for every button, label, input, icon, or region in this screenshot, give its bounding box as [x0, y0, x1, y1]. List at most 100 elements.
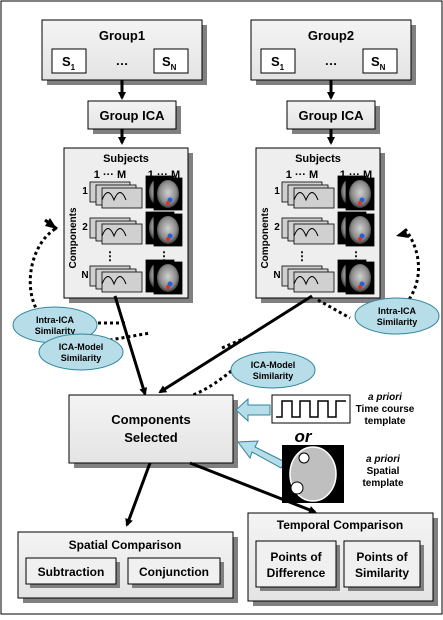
conjunction-label: Conjunction: [139, 565, 209, 579]
component-row-number: N: [81, 270, 88, 281]
spatial-comparison-title: Spatial Comparison: [69, 538, 182, 552]
spatial-line3: template: [362, 478, 404, 489]
subjects-label: Subjects: [103, 153, 149, 165]
group1-sn-sub: N: [171, 63, 177, 72]
svg-text:SN: SN: [162, 54, 177, 72]
timecourse-card: [293, 271, 335, 293]
vertical-ellipsis: ⋮: [296, 249, 308, 263]
ica-model-similarity-left: ICA-Model Similarity: [38, 333, 124, 371]
selected-line1: Components: [111, 412, 190, 427]
or-label: or: [295, 427, 313, 446]
spatial-line2: Spatial: [367, 466, 400, 477]
group2-s1-sub: 1: [280, 63, 285, 72]
model-right-line2: Similarity: [253, 371, 294, 381]
arrow-selected-to-temporal: [189, 461, 317, 514]
svg-text:SN: SN: [371, 54, 386, 72]
group2-s1-box: [260, 48, 296, 74]
group1-title: Group1: [99, 28, 145, 43]
component-row-number: N: [273, 270, 280, 281]
subtraction-label: Subtraction: [38, 565, 105, 579]
range-label-timecourse: 1 ··· M: [286, 169, 318, 181]
brain-map-icon: [157, 264, 179, 292]
dotted-arrow-intra2: [389, 228, 420, 320]
timecourse-card: [293, 223, 335, 245]
group2-s1: S: [271, 54, 280, 69]
brain-map-icon: [157, 180, 179, 208]
time-apriori: a priori: [368, 392, 402, 403]
group1-s1: S: [62, 54, 71, 69]
square-wave-icon: [276, 400, 346, 418]
similarity-line2: Similarity: [355, 566, 409, 580]
spatial-template: a priori Spatial template: [282, 445, 404, 503]
components-axis-label: Components: [260, 207, 271, 269]
group2-ica-box: [286, 100, 376, 130]
timecourse-wave-icon: [101, 228, 127, 238]
conjunction-box: [127, 557, 221, 585]
intra-right-line1: Intra-ICA: [378, 306, 417, 316]
group1-ellipsis: …: [116, 53, 129, 68]
similarity-line1: Points of: [356, 550, 408, 564]
subjects-label: Subjects: [295, 153, 341, 165]
points-of-difference-box: [255, 540, 337, 588]
difference-line2: Difference: [267, 566, 326, 580]
timecourse-wave-icon: [293, 192, 319, 202]
timecourse-wave-icon: [293, 228, 319, 238]
brain-map-icon: [349, 180, 371, 208]
brain-map-icon: [157, 216, 179, 244]
spatial-template-arrow: [237, 440, 286, 469]
group2-block: Group2 S1 … SN: [250, 19, 416, 85]
vertical-ellipsis: ⋮: [350, 249, 362, 263]
model-left-line2: Similarity: [61, 353, 102, 363]
vertical-ellipsis: ⋮: [104, 249, 116, 263]
group2-sn-sub: N: [380, 63, 386, 72]
points-of-similarity-box: [343, 540, 421, 588]
temporal-comparison-block: Temporal Comparison Points of Difference…: [247, 512, 438, 606]
svg-text:S1: S1: [271, 54, 285, 72]
group1-s1-box: [51, 48, 87, 74]
time-line3: template: [364, 416, 406, 427]
time-template-arrow: [235, 397, 271, 423]
intra-left-line1: Intra-ICA: [36, 315, 75, 325]
timecourse-card: [101, 223, 143, 245]
group2-ica-label: Group ICA: [299, 108, 365, 123]
ica-model-similarity-right: ICA-Model Similarity: [230, 351, 316, 389]
group1-sn-box: [153, 48, 189, 74]
components-selected-box: [68, 394, 234, 464]
group1-block: Group1 S1 … SN: [41, 19, 207, 85]
model-left-line1: ICA-Model: [59, 342, 104, 352]
timecourse-wave-icon: [101, 192, 127, 202]
spatial-comparison-block: Spatial Comparison Subtraction Conjuncti…: [17, 531, 238, 603]
group2-sn: S: [371, 54, 380, 69]
arrow-panel1-to-selected: [113, 295, 148, 396]
brain-map-icon: [349, 216, 371, 244]
component-row-number: 2: [274, 222, 280, 233]
group2-sn-box: [362, 48, 398, 74]
temporal-comparison-title: Temporal Comparison: [277, 518, 403, 532]
spatial-apriori: a priori: [366, 454, 400, 465]
arrow-selected-to-spatial: [125, 462, 152, 527]
components-selected-block: Components Selected: [68, 394, 238, 468]
difference-line1: Points of: [270, 550, 322, 564]
svg-text:S1: S1: [62, 54, 76, 72]
group2-title: Group2: [308, 28, 354, 43]
component-row-number: 1: [82, 186, 88, 197]
component-row-number: 2: [82, 222, 88, 233]
group2-ica-block: Group ICA: [286, 100, 380, 134]
time-line2: Time course: [356, 404, 415, 415]
group1-ica-label: Group ICA: [100, 108, 166, 123]
timecourse-card: [293, 187, 335, 209]
group1-ica-block: Group ICA: [87, 100, 181, 134]
range-label-timecourse: 1 ··· M: [94, 169, 126, 181]
component-row-number: 1: [274, 186, 280, 197]
selected-line2: Selected: [124, 430, 178, 445]
timecourse-wave-icon: [101, 276, 127, 286]
dotted-arrow-intra1: [28, 227, 56, 322]
timecourse-card: [101, 187, 143, 209]
group2-ellipsis: …: [325, 53, 338, 68]
timecourse-wave-icon: [293, 276, 319, 286]
subtraction-box: [25, 557, 117, 585]
